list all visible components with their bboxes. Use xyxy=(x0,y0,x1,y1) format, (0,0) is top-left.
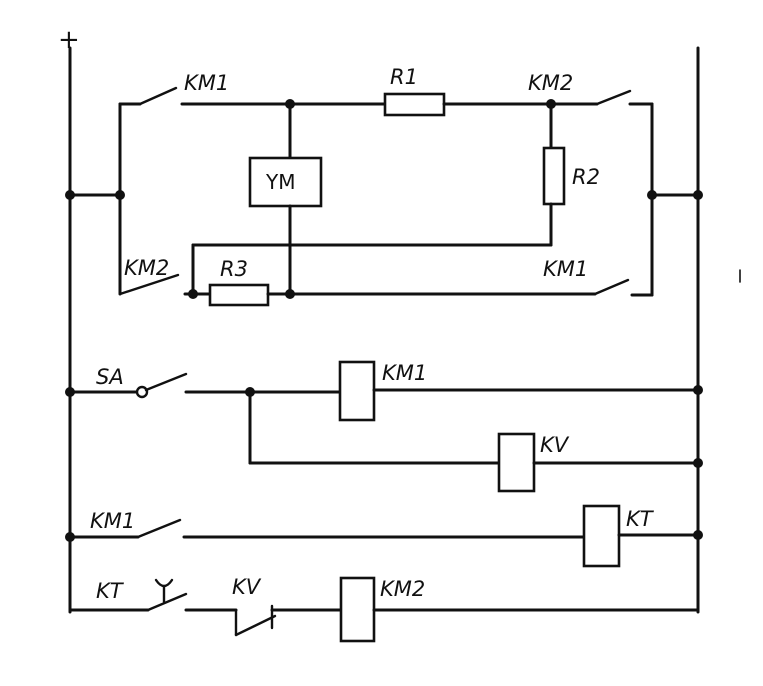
km2-coil xyxy=(339,576,376,643)
r2-label: R2 xyxy=(572,165,600,189)
junction-dot xyxy=(285,289,295,299)
control-rung-kt: KM1 KT xyxy=(65,504,703,568)
km1-low-contact xyxy=(593,278,630,296)
km1-coil-label: KM1 xyxy=(382,361,427,385)
control-rung-km2: KT KV KM2 xyxy=(68,535,700,643)
junction-dot xyxy=(65,190,75,200)
plus-terminal-label: + xyxy=(58,25,80,55)
kt-coil xyxy=(582,504,621,568)
kt-coil-label: KT xyxy=(626,507,655,531)
line xyxy=(234,614,277,637)
junction-dot xyxy=(188,289,198,299)
r2-resistor xyxy=(542,146,566,206)
km1-top-label: KM1 xyxy=(184,71,229,95)
timer-fork-icon xyxy=(154,578,174,604)
junction-dot xyxy=(693,190,703,200)
junction-dot xyxy=(693,385,703,395)
supply-rails: + xyxy=(58,25,700,614)
ym-label: YM xyxy=(265,170,295,194)
kv-nc-contact xyxy=(234,604,277,637)
sa-switch-blade xyxy=(144,372,188,392)
km2-top-label: KM2 xyxy=(528,71,573,95)
ym-element xyxy=(248,156,323,208)
control-rung-sa: SA KM1 KV xyxy=(65,360,703,493)
km1-low-label: KM1 xyxy=(543,257,588,281)
km2-coil-label: KM2 xyxy=(380,577,425,601)
kt-contact-label: KT xyxy=(96,579,125,603)
kv-coil-label: KV xyxy=(540,433,570,457)
junction-dot xyxy=(285,99,295,109)
km1-rung-contact xyxy=(136,518,182,539)
km2-top-contact xyxy=(595,89,632,106)
junction-dot xyxy=(245,387,255,397)
kv-contact-label: KV xyxy=(232,575,262,599)
junction-dot xyxy=(546,99,556,109)
km1-coil xyxy=(338,360,376,422)
kv-coil xyxy=(497,432,536,493)
junction-dot xyxy=(693,458,703,468)
r1-label: R1 xyxy=(390,65,418,89)
r3-label: R3 xyxy=(220,257,248,281)
km1-top-contact xyxy=(138,86,178,106)
junction-dot xyxy=(115,190,125,200)
km2-low-label: KM2 xyxy=(124,256,169,280)
r1-resistor xyxy=(383,92,446,117)
junction-dot xyxy=(647,190,657,200)
r3-resistor xyxy=(208,283,270,307)
km1-rung-label: KM1 xyxy=(90,509,135,533)
junction-dot xyxy=(65,387,75,397)
km2-low-contact xyxy=(118,273,180,296)
sa-switch-pivot xyxy=(135,385,149,399)
junction-dot xyxy=(693,530,703,540)
power-section: KM1 R1 KM2 YM R2 KM2 R3 KM1 xyxy=(65,65,703,307)
sa-label: SA xyxy=(96,365,124,389)
kt-timed-contact xyxy=(146,592,188,612)
path xyxy=(154,578,174,588)
